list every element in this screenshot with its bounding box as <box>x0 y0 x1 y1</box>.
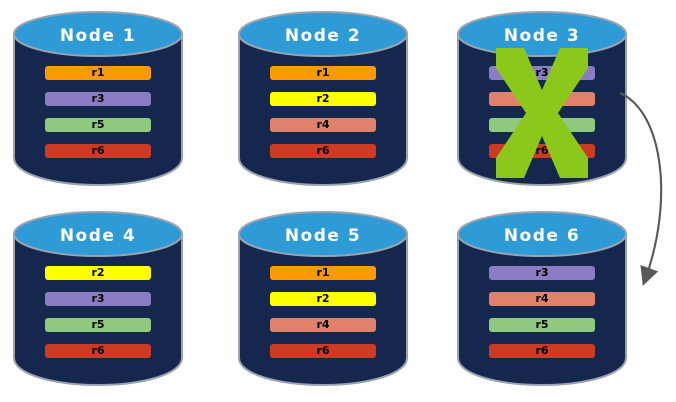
replica-row[interactable]: r2 <box>270 292 376 306</box>
replica-row-label: r6 <box>91 144 105 157</box>
replica-row-label: r3 <box>535 266 549 279</box>
replica-row[interactable]: r3 <box>489 66 595 80</box>
replica-row[interactable]: r4 <box>489 92 595 106</box>
replica-row-label: r2 <box>316 292 330 305</box>
replica-row-list: r3 r4 r5 r6 <box>489 266 595 370</box>
replica-row-label: r2 <box>316 92 330 105</box>
replica-row-label: r5 <box>535 118 549 131</box>
replica-row[interactable]: r6 <box>270 344 376 358</box>
replica-row[interactable]: r1 <box>270 266 376 280</box>
replica-row-label: r1 <box>316 66 330 79</box>
replica-row[interactable]: r4 <box>489 292 595 306</box>
replica-row-label: r3 <box>91 292 105 305</box>
replica-row[interactable]: r3 <box>489 266 595 280</box>
replica-row-label: r2 <box>91 266 105 279</box>
replica-row[interactable]: r6 <box>45 344 151 358</box>
replica-row[interactable]: r5 <box>45 318 151 332</box>
replica-row-list: r1 r2 r4 r6 <box>270 66 376 170</box>
replica-row-label: r6 <box>535 344 549 357</box>
replica-row[interactable]: r2 <box>45 266 151 280</box>
replica-row-label: r6 <box>535 144 549 157</box>
cylinder-top-ellipse <box>238 211 408 257</box>
replica-row-label: r4 <box>316 118 330 131</box>
cylinder-top-ellipse <box>13 211 183 257</box>
replica-row-label: r3 <box>535 66 549 79</box>
replica-row[interactable]: r6 <box>45 144 151 158</box>
replica-row-list: r3 r4 r5 r6 <box>489 66 595 170</box>
replica-row-label: r6 <box>316 144 330 157</box>
replica-row-label: r1 <box>316 266 330 279</box>
replica-row[interactable]: r4 <box>270 118 376 132</box>
cylinder-top-ellipse <box>238 11 408 57</box>
replica-row[interactable]: r1 <box>270 66 376 80</box>
replica-row[interactable]: r3 <box>45 292 151 306</box>
replica-row-list: r2 r3 r5 r6 <box>45 266 151 370</box>
replica-row-label: r1 <box>91 66 105 79</box>
replica-row[interactable]: r5 <box>489 318 595 332</box>
replica-row-label: r5 <box>91 118 105 131</box>
replica-row[interactable]: r3 <box>45 92 151 106</box>
replica-row-list: r1 r3 r5 r6 <box>45 66 151 170</box>
replica-row-label: r5 <box>535 318 549 331</box>
replica-row[interactable]: r5 <box>489 118 595 132</box>
replica-row[interactable]: r6 <box>489 144 595 158</box>
replica-row-label: r6 <box>91 344 105 357</box>
replica-row-label: r3 <box>91 92 105 105</box>
replica-row-label: r4 <box>535 92 549 105</box>
replica-row[interactable]: r4 <box>270 318 376 332</box>
replica-row-label: r6 <box>316 344 330 357</box>
cylinder-top-ellipse <box>457 211 627 257</box>
replica-row[interactable]: r6 <box>270 144 376 158</box>
replica-row[interactable]: r1 <box>45 66 151 80</box>
replica-row[interactable]: r2 <box>270 92 376 106</box>
replica-row[interactable]: r5 <box>45 118 151 132</box>
replica-row-label: r5 <box>91 318 105 331</box>
cylinder-top-ellipse <box>13 11 183 57</box>
cylinder-top-ellipse <box>457 11 627 57</box>
replica-row-label: r4 <box>316 318 330 331</box>
replica-row-label: r4 <box>535 292 549 305</box>
replica-row[interactable]: r6 <box>489 344 595 358</box>
replica-row-list: r1 r2 r4 r6 <box>270 266 376 370</box>
